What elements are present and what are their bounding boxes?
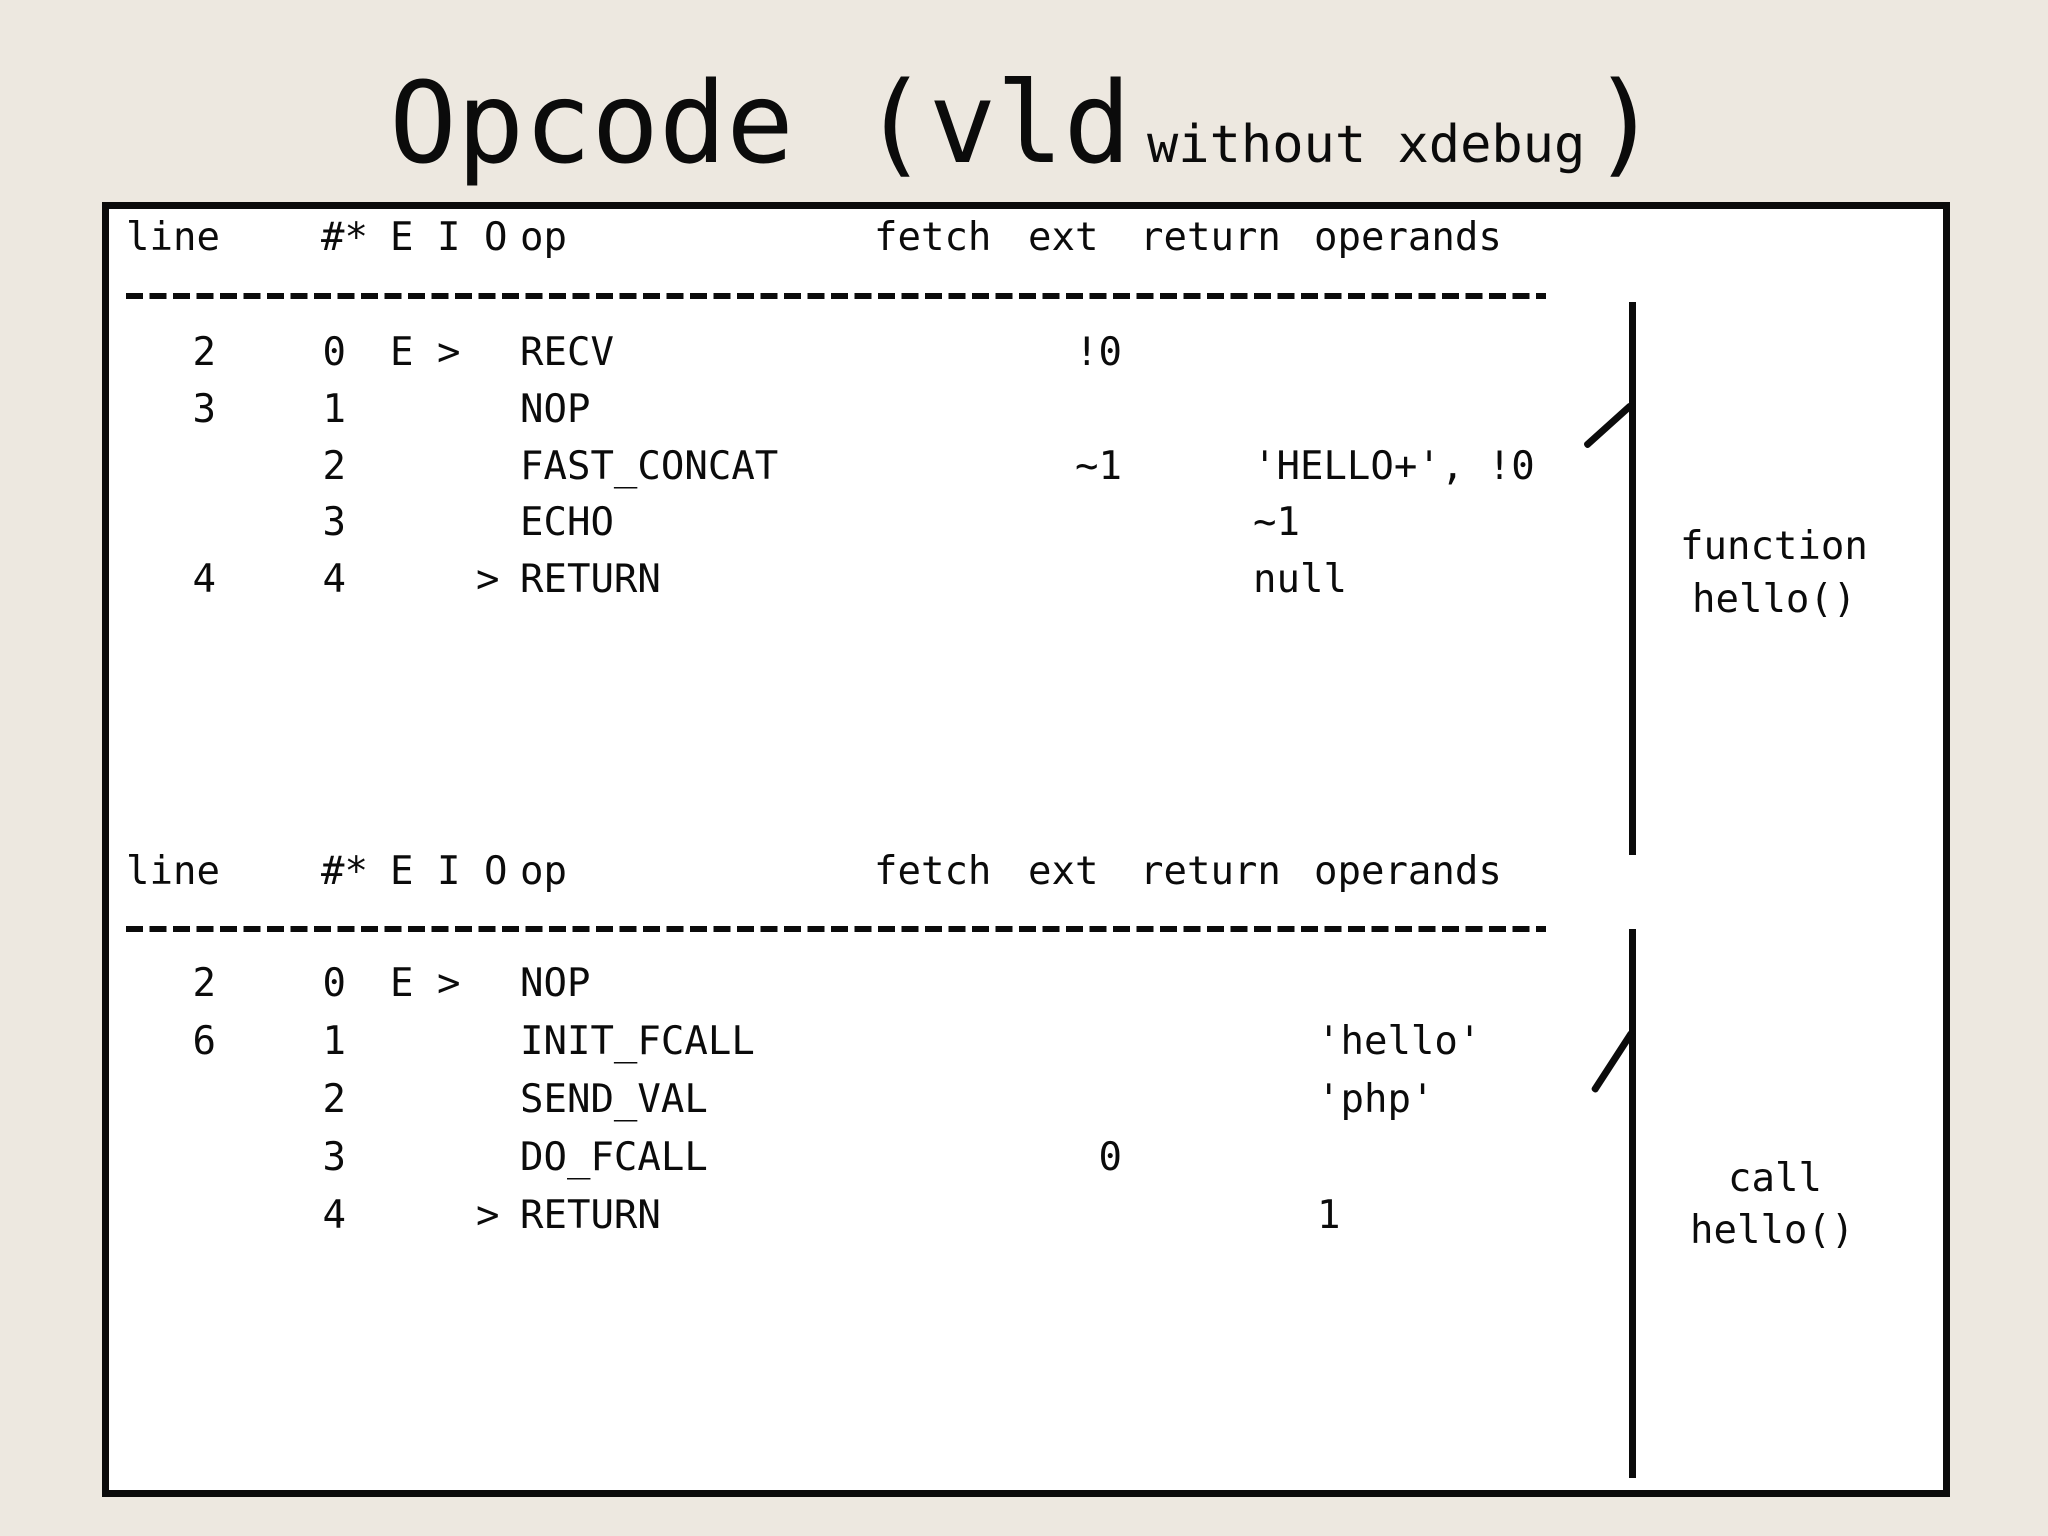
t1-row1-entry: E [390, 330, 414, 375]
t2-row2-operands: 'hello' [1317, 1019, 1482, 1064]
t2-row3-operands: 'php' [1317, 1077, 1435, 1122]
t1-row1-opnum: 0 [322, 330, 346, 375]
t2-header-line: line [126, 849, 220, 894]
t2-header-operands: operands [1314, 849, 1502, 894]
title-close-paren: ) [1591, 59, 1659, 189]
t1-header-o: O [484, 215, 508, 260]
t2-row3-opnum: 2 [322, 1077, 346, 1122]
t1-row4-op: ECHO [520, 500, 614, 545]
t2-row1-arrow: > [437, 961, 461, 1006]
t2-header-op: op [520, 849, 567, 894]
t1-row1-line: 2 [192, 330, 216, 375]
function-annotation-line2: hello() [1692, 577, 1857, 622]
t1-row5-operands: null [1253, 557, 1347, 602]
t2-row1-opnum: 0 [322, 961, 346, 1006]
page-title: Opcode (vld without xdebug) [0, 59, 2048, 210]
t1-row3-operands: 'HELLO+', !0 [1253, 444, 1535, 489]
t1-header-opnum: #* [321, 215, 368, 260]
t1-row5-opnum: 4 [322, 557, 346, 602]
t2-header-fetch: fetch [874, 849, 992, 894]
t2-header-i: I [437, 849, 461, 894]
t1-row5-line: 4 [192, 557, 216, 602]
t2-header-opnum: #* [321, 849, 368, 894]
t2-row4-ext: 0 [1098, 1135, 1122, 1180]
t1-row2-line: 3 [192, 387, 216, 432]
t1-row1-ext: !0 [1075, 330, 1122, 375]
call-bracket-line [1629, 929, 1636, 1478]
t2-row5-op: RETURN [520, 1193, 661, 1238]
t2-row2-opnum: 1 [322, 1019, 346, 1064]
t1-header-operands: operands [1314, 215, 1502, 260]
t1-row3-opnum: 2 [322, 444, 346, 489]
t2-row3-op: SEND_VAL [520, 1077, 708, 1122]
t2-row4-op: DO_FCALL [520, 1135, 708, 1180]
t2-row1-op: NOP [520, 961, 591, 1006]
t1-row5-op: RETURN [520, 557, 661, 602]
t2-row5-opnum: 4 [322, 1193, 346, 1238]
t2-row2-op: INIT_FCALL [520, 1019, 755, 1064]
t1-row4-operands: ~1 [1253, 500, 1300, 545]
opcode-panel [102, 202, 1950, 1497]
t2-row2-line: 6 [192, 1019, 216, 1064]
t1-row5-arrow: > [476, 557, 500, 602]
t2-header-e: E [390, 849, 414, 894]
t1-row1-arrow: > [437, 330, 461, 375]
t2-header-ext: ext [1028, 849, 1099, 894]
t1-row1-op: RECV [520, 330, 614, 375]
t1-row2-opnum: 1 [322, 387, 346, 432]
function-annotation-line1: function [1680, 524, 1868, 569]
title-main: Opcode (vld [389, 59, 1131, 189]
t1-header-op: op [520, 215, 567, 260]
t1-row4-opnum: 3 [322, 500, 346, 545]
t2-row5-operands: 1 [1317, 1193, 1341, 1238]
t1-row2-op: NOP [520, 387, 591, 432]
t2-row1-entry: E [390, 961, 414, 1006]
t1-row3-op: FAST_CONCAT [520, 444, 779, 489]
title-subtitle: without xdebug [1147, 115, 1586, 175]
t2-row4-opnum: 3 [322, 1135, 346, 1180]
t2-row5-arrow: > [476, 1193, 500, 1238]
t2-dashed-separator [126, 926, 1546, 932]
call-annotation-line1: call [1728, 1156, 1822, 1201]
t2-header-o: O [484, 849, 508, 894]
t1-header-ext: ext [1028, 215, 1099, 260]
t1-row3-ext: ~1 [1075, 444, 1122, 489]
t1-header-line: line [126, 215, 220, 260]
t2-row1-line: 2 [192, 961, 216, 1006]
t2-header-return: return [1140, 849, 1281, 894]
t1-header-e: E [390, 215, 414, 260]
function-bracket-line [1629, 302, 1636, 855]
t1-header-fetch: fetch [874, 215, 992, 260]
t1-header-i: I [437, 215, 461, 260]
t1-header-return: return [1140, 215, 1281, 260]
t1-dashed-separator [126, 293, 1546, 299]
call-annotation-line2: hello() [1690, 1208, 1855, 1253]
